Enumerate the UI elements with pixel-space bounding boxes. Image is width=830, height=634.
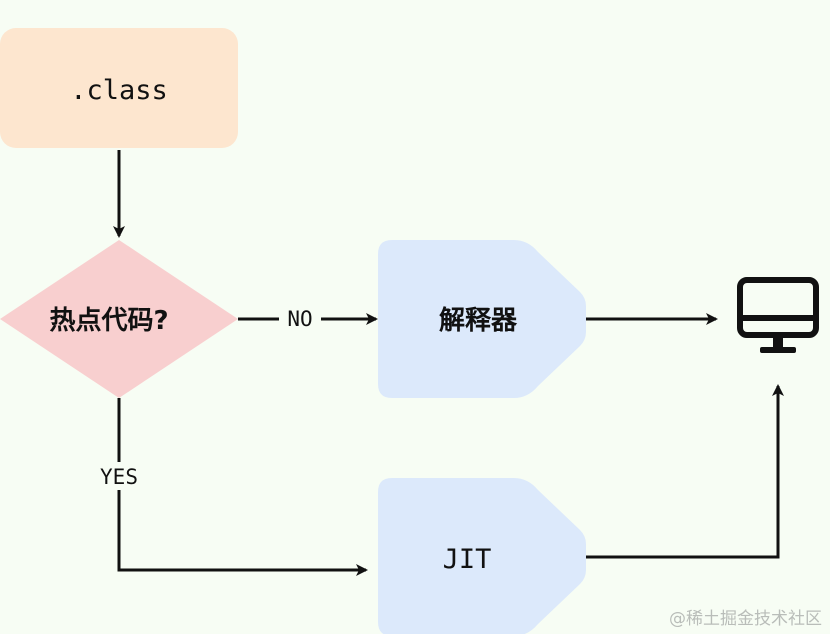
watermark-text: @稀土掘金技术社区 — [669, 609, 822, 629]
hot-code-decision-node — [0, 240, 238, 398]
jit-node — [378, 478, 586, 634]
interpreter-node — [378, 240, 586, 398]
edge-label-no: NO — [287, 307, 312, 331]
monitor-icon — [737, 277, 819, 353]
edge-label-no-background — [279, 305, 321, 333]
interpreter-label: 解释器 — [439, 306, 518, 336]
edge-label-yes: YES — [100, 465, 138, 489]
edge-label-yes-background — [88, 462, 150, 490]
edge-jit-to-computer — [580, 384, 784, 559]
jit-label: JIT — [443, 544, 492, 575]
class-file-label: .class — [70, 75, 168, 106]
hot-code-decision-label: 热点代码? — [49, 305, 168, 336]
edge-decision-to-jit — [117, 398, 368, 576]
class-file-node — [0, 28, 238, 148]
